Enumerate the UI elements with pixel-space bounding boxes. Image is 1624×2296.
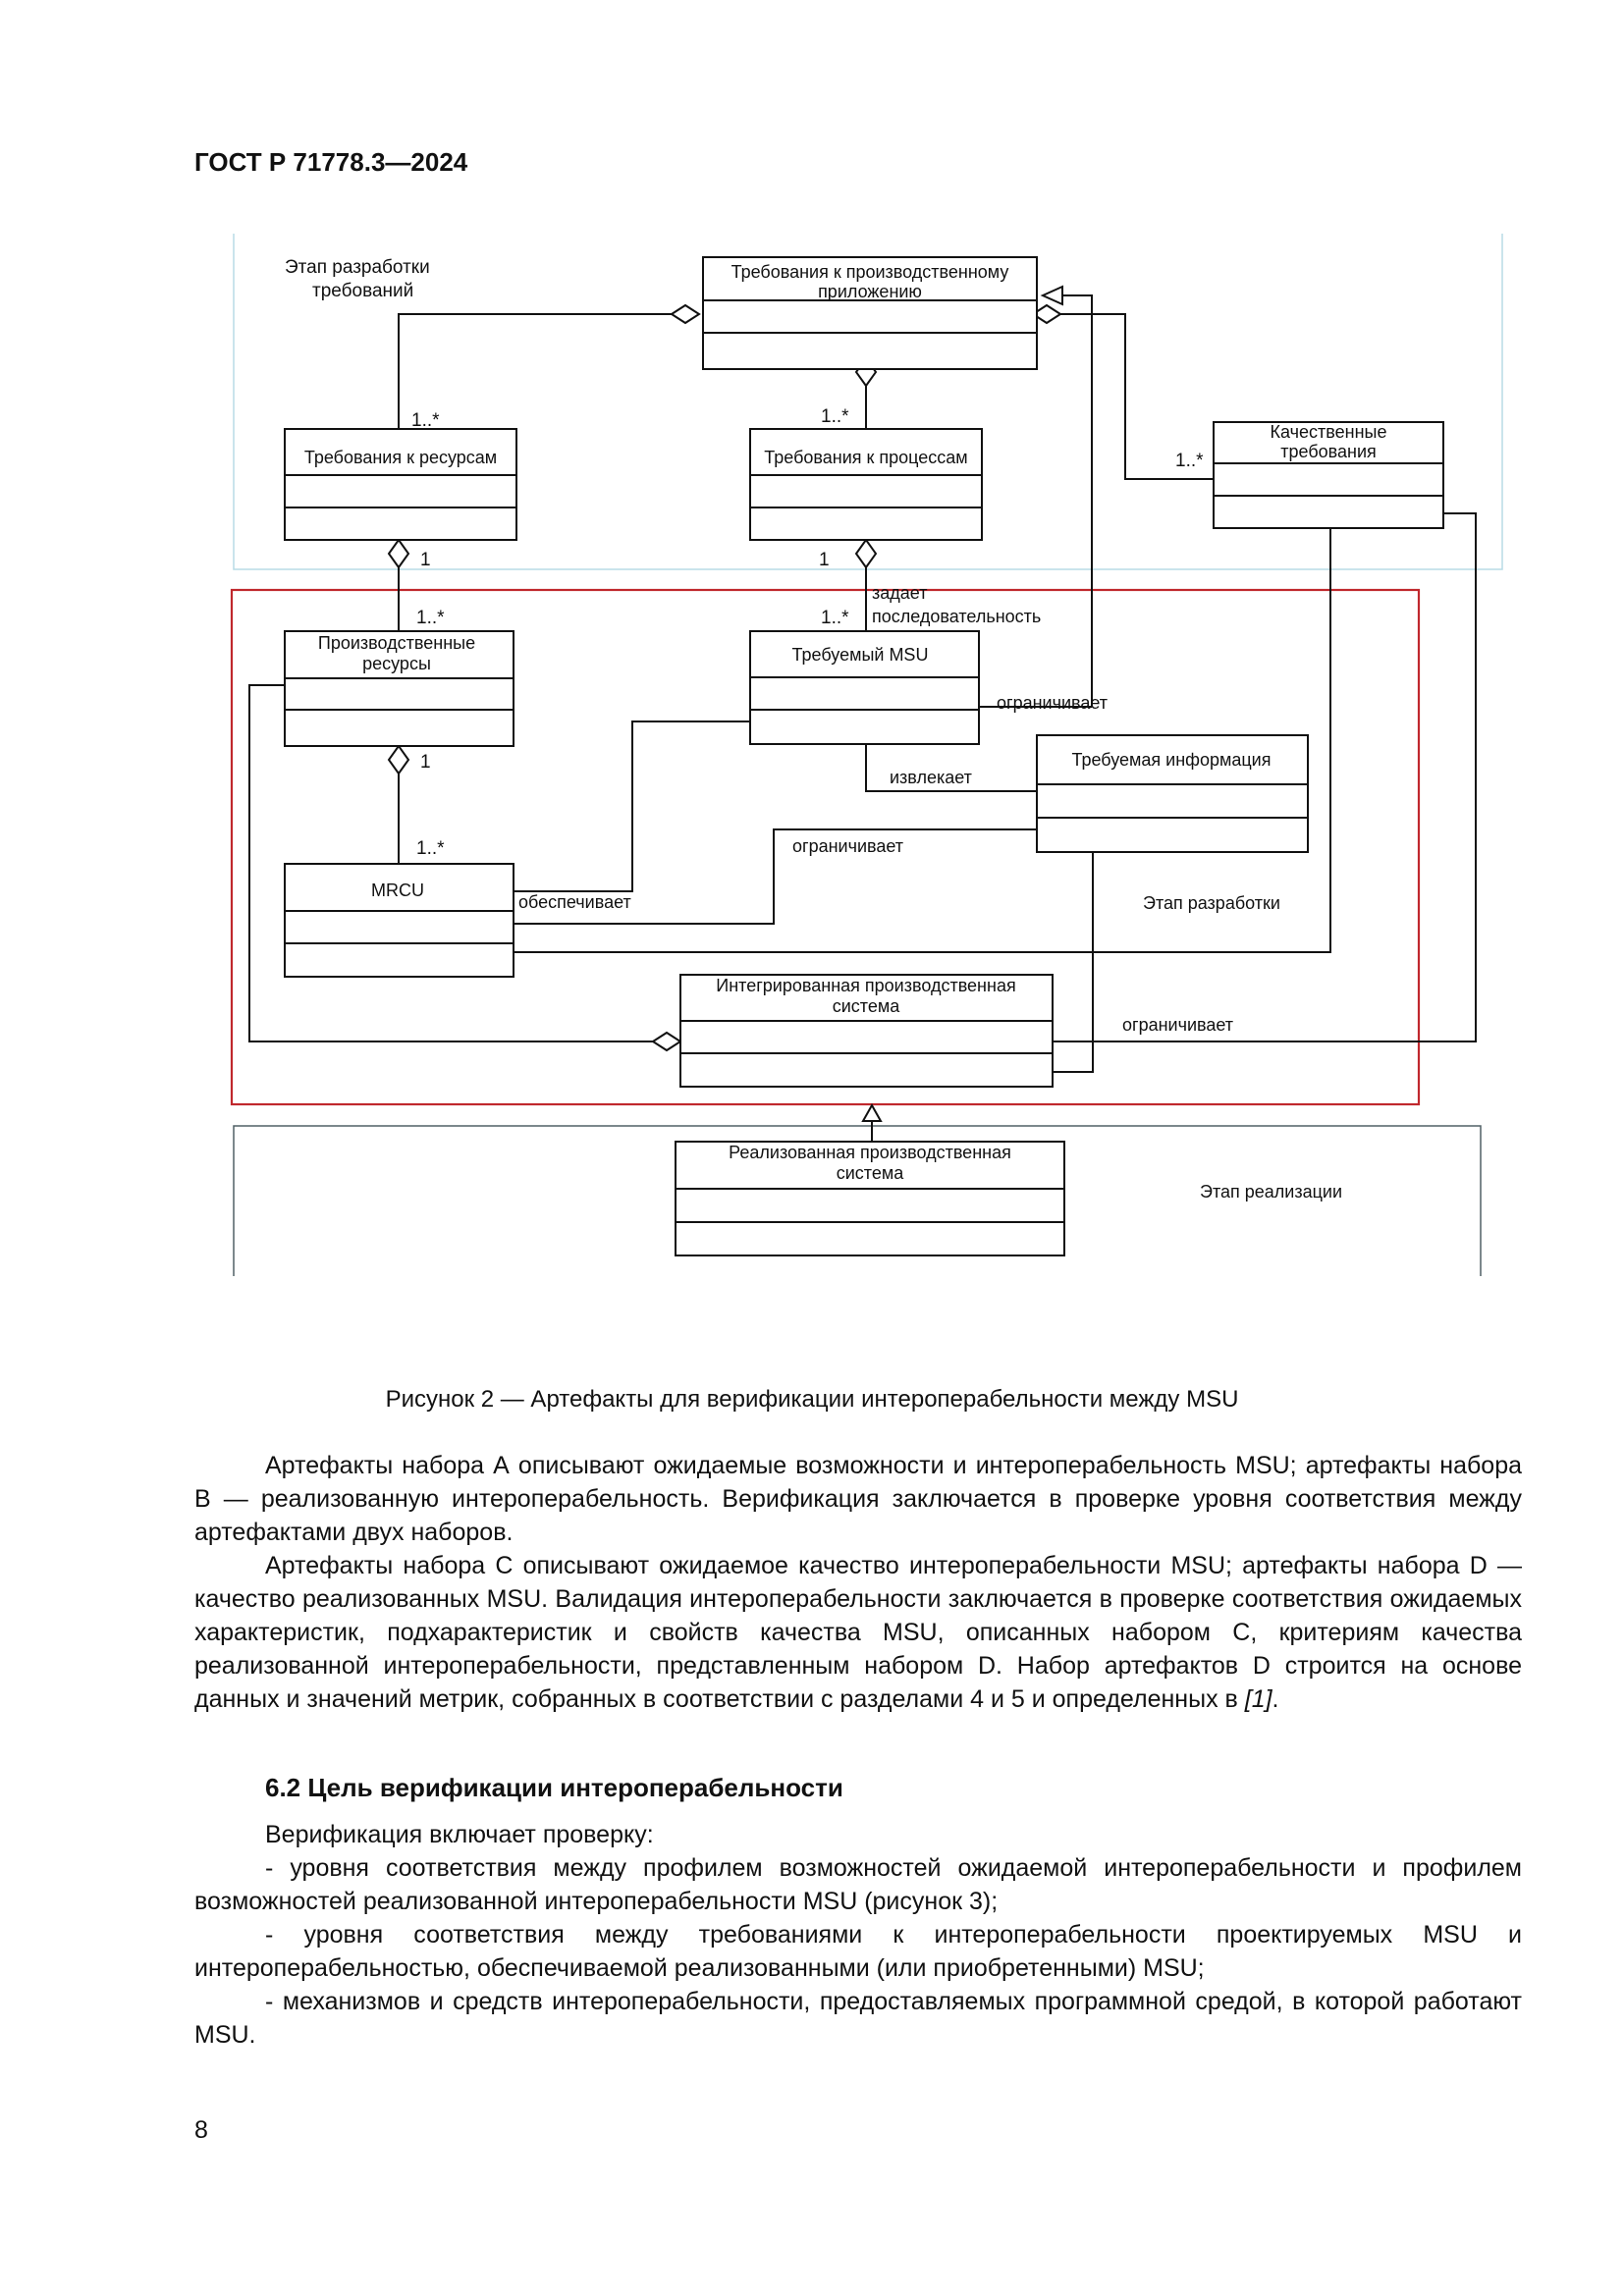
body-paragraphs: Артефакты набора А описывают ожидаемые в… (194, 1449, 1522, 1716)
class-box (679, 974, 1054, 1088)
link-prodres-integrated (248, 684, 653, 1042)
association-label-provides: обеспечивает (518, 892, 631, 912)
association-label-sets-sequence: последовательность (872, 607, 1041, 626)
link-info-integrated (1053, 852, 1094, 1073)
multiplicity-label: 1..* (821, 406, 849, 427)
class-name-production-resources: Производственные (318, 633, 475, 653)
aggregation-diamond (651, 1031, 682, 1052)
class-name-process-requirements: Требования к процессам (764, 448, 967, 467)
stage-label-development: Этап разработки (1143, 893, 1280, 913)
multiplicity-label: 1..* (821, 608, 849, 628)
paragraph: Артефакты набора А описывают ожидаемые в… (194, 1452, 1522, 1546)
class-box (284, 428, 517, 541)
class-names: Требования к производственному приложени… (304, 262, 1387, 1183)
link-msu-info (865, 744, 1037, 792)
diagram-labels: Этап разработки требований Этап разработ… (285, 257, 1342, 1201)
development-stage-frame (230, 588, 1421, 1106)
link-mrcu-msu (514, 721, 750, 892)
class-name-production-resources: ресурсы (362, 654, 431, 673)
class-name-app-requirements: приложению (818, 282, 922, 301)
page-number: 8 (194, 2116, 208, 2144)
aggregation-diamond (387, 538, 410, 569)
figure-caption: Рисунок 2 — Артефакты для верификации ин… (385, 1386, 1239, 1413)
association-label-extracts: извлекает (890, 768, 972, 787)
requirements-stage-frame (233, 234, 1503, 570)
document-header: ГОСТ Р 71778.3—2024 (194, 147, 468, 177)
class-name-implemented-system: система (837, 1163, 904, 1183)
multiplicity-label: 1 (420, 752, 431, 773)
association-label-constrains: ограничивает (997, 693, 1108, 713)
class-box (284, 630, 514, 747)
class-box (675, 1141, 1065, 1256)
list-item: - механизмов и средств интероперабельнос… (194, 1988, 1522, 2049)
citation-reference: [1] (1244, 1685, 1272, 1713)
link-app-resources (398, 313, 672, 429)
paragraph: Артефакты набора С описывают ожидаемое к… (194, 1552, 1522, 1713)
association-label-constrains: ограничивает (1122, 1015, 1233, 1035)
class-name-quality-requirements: Качественные (1271, 422, 1387, 442)
class-name-resource-requirements: Требования к ресурсам (304, 448, 497, 467)
stage-label-implementation: Этап реализации (1200, 1182, 1342, 1201)
class-name-app-requirements: Требования к производственному (731, 262, 1009, 282)
section-heading: 6.2 Цель верификации интероперабельности (265, 1773, 843, 1802)
stage-frames (230, 234, 1503, 1276)
class-box (284, 863, 514, 978)
list-item: - уровня соответствия между требованиями… (194, 1921, 1522, 1982)
multiplicity-label: 1 (819, 550, 830, 570)
connectors (248, 294, 1477, 1142)
aggregation-diamond (670, 303, 701, 325)
class-box (1036, 734, 1309, 853)
multiplicity-label: 1..* (416, 608, 445, 628)
paragraph-text: Артефакты набора С описывают ожидаемое к… (194, 1552, 1522, 1713)
multiplicity-label: 1..* (1175, 451, 1204, 471)
class-name-required-information: Требуемая информация (1072, 750, 1272, 770)
verification-list: Верификация включает проверку: - уровня … (194, 1818, 1522, 2052)
generalization-arrow (1040, 285, 1063, 306)
list-item: - уровня соответствия между профилем воз… (194, 1854, 1522, 1915)
multiplicity-label: 1..* (411, 410, 440, 431)
link-quality-integrated (1053, 512, 1477, 1042)
class-boxes (284, 256, 1444, 1256)
class-name-required-msu: Требуемый MSU (792, 645, 929, 665)
link-mrcu-info (514, 828, 1037, 925)
association-label-constrains: ограничивает (792, 836, 903, 856)
list-intro: Верификация включает проверку: (265, 1821, 654, 1848)
class-box (1213, 421, 1444, 529)
class-name-integrated-system: система (833, 996, 900, 1016)
class-box (749, 630, 980, 745)
class-box (749, 428, 983, 541)
generalization-arrow (861, 1102, 883, 1122)
multiplicity-label: 1 (420, 550, 431, 570)
association-label-sets-sequence: задает (872, 583, 927, 603)
implementation-stage-frame (233, 1125, 1482, 1276)
stage-label-requirements: Этап разработки (285, 257, 430, 278)
aggregation-diamond (387, 744, 410, 775)
uml-diagram: Требования к производственному приложени… (230, 234, 1503, 1276)
class-name-quality-requirements: требования (1280, 442, 1377, 461)
class-name-mrcu: MRCU (371, 881, 424, 900)
stage-label-requirements: требований (312, 281, 413, 301)
association-ends (387, 285, 1063, 1122)
class-name-integrated-system: Интегрированная производственная (716, 976, 1015, 995)
generalization-line-a (1043, 294, 1093, 707)
aggregation-diamond (854, 538, 878, 569)
class-box (702, 256, 1038, 370)
class-name-implemented-system: Реализованная производственная (729, 1143, 1011, 1162)
link-quality-mrcu (514, 528, 1331, 953)
multiplicity-label: 1..* (416, 838, 445, 859)
